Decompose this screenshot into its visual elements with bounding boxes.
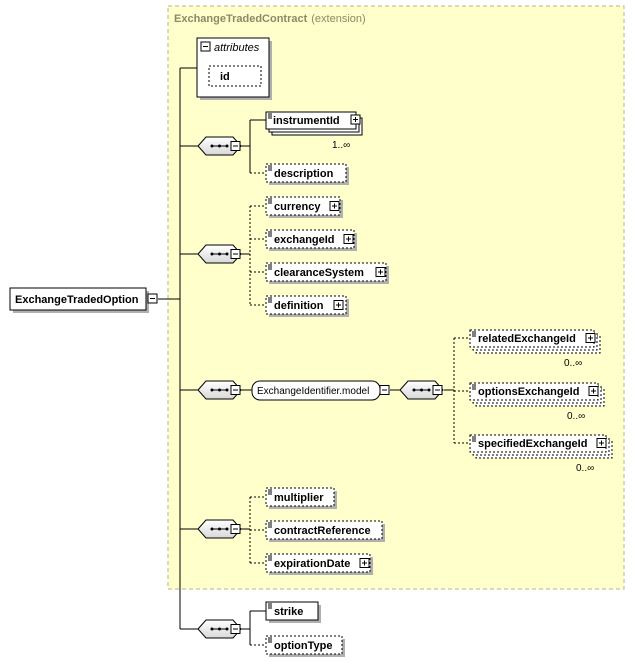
sequence-compositor[interactable]: [197, 244, 242, 264]
element-label: expirationDate: [274, 558, 350, 570]
root-element-node[interactable]: ExchangeTradedOption: [9, 287, 158, 313]
element-label: strike: [274, 606, 303, 618]
attributes-title: attributes: [214, 42, 260, 54]
element-label: exchangeId: [274, 234, 335, 246]
expand-icon[interactable]: [585, 333, 596, 343]
collapse-icon[interactable]: [147, 293, 158, 304]
group-ref-node[interactable]: ExchangeIdentifier.model: [251, 380, 390, 401]
element-strike[interactable]: strike: [265, 601, 321, 623]
element-multiplier[interactable]: multiplier: [265, 487, 337, 509]
element-label: optionType: [274, 640, 332, 652]
cardinality-label: 1..∞: [332, 140, 350, 151]
element-exchangeId[interactable]: exchangeId: [265, 229, 357, 251]
element-relatedExchangeId[interactable]: relatedExchangeId 0..∞: [469, 329, 601, 369]
element-label: instrumentId: [273, 115, 340, 127]
element-description[interactable]: description: [265, 163, 349, 185]
element-label: relatedExchangeId: [478, 333, 576, 345]
extension-box: ExchangeTradedContract (extension): [167, 5, 625, 590]
sequence-compositor[interactable]: [399, 380, 444, 400]
sequence-compositor[interactable]: [197, 136, 242, 156]
cardinality-label: 0..∞: [576, 463, 594, 474]
collapse-icon[interactable]: [379, 385, 390, 395]
element-label: specifiedExchangeId: [478, 438, 587, 450]
expand-icon[interactable]: [333, 300, 344, 310]
element-instrumentId[interactable]: instrumentId 1..∞: [265, 111, 363, 151]
sequence-compositor[interactable]: [197, 380, 242, 400]
attribute-label: id: [220, 71, 230, 83]
sequence-compositor[interactable]: [197, 519, 242, 539]
expand-icon[interactable]: [329, 201, 340, 211]
element-optionsExchangeId[interactable]: optionsExchangeId 0..∞: [469, 382, 605, 422]
connector-lines: [158, 67, 470, 646]
collapse-icon[interactable]: [200, 41, 211, 52]
sequence-compositor[interactable]: [197, 619, 242, 639]
expand-icon[interactable]: [343, 234, 354, 244]
cardinality-label: 0..∞: [567, 411, 585, 422]
expand-icon[interactable]: [596, 438, 607, 448]
expand-icon[interactable]: [359, 558, 370, 568]
element-clearanceSystem[interactable]: clearanceSystem: [265, 262, 389, 284]
element-currency[interactable]: currency: [265, 196, 343, 218]
element-label: description: [274, 168, 334, 180]
group-ref-label: ExchangeIdentifier.model: [257, 386, 369, 397]
element-label: clearanceSystem: [274, 267, 364, 279]
element-label: contractReference: [274, 525, 371, 537]
element-contractReference[interactable]: contractReference: [265, 520, 385, 542]
attributes-box: attributes id: [196, 37, 272, 100]
expand-icon[interactable]: [588, 386, 599, 396]
expand-icon[interactable]: [375, 267, 386, 277]
element-definition[interactable]: definition: [265, 295, 349, 317]
element-label: multiplier: [274, 492, 324, 504]
expand-icon[interactable]: [350, 114, 361, 125]
attribute-id[interactable]: id: [208, 65, 262, 87]
element-label: currency: [274, 201, 321, 213]
element-expirationDate[interactable]: expirationDate: [265, 553, 373, 575]
element-label: definition: [274, 300, 324, 312]
element-label: optionsExchangeId: [478, 386, 579, 398]
element-optionType[interactable]: optionType: [265, 635, 345, 657]
element-specifiedExchangeId[interactable]: specifiedExchangeId 0..∞: [469, 434, 613, 474]
extension-title: ExchangeTradedContract (extension): [174, 9, 366, 26]
root-element-label: ExchangeTradedOption: [15, 294, 139, 306]
cardinality-label: 0..∞: [564, 358, 582, 369]
